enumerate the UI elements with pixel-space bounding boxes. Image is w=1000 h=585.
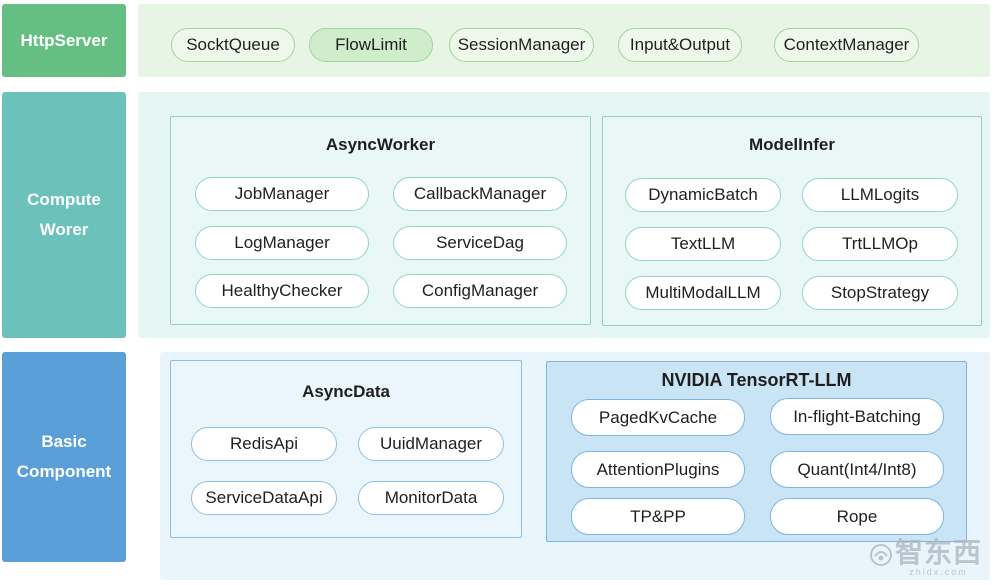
async-data-item-redisapi: RedisApi bbox=[191, 427, 337, 461]
async-data-title: AsyncData bbox=[302, 382, 390, 401]
tensorrt-item-pagedkvcache: PagedKvCache bbox=[571, 399, 745, 436]
model-infer-item-trtllmop: TrtLLMOp bbox=[802, 227, 958, 261]
model-infer-item-textllm: TextLLM bbox=[625, 227, 781, 261]
tensorrt-item-quant: Quant(Int4/Int8) bbox=[770, 451, 944, 488]
layer-label-compute-worker: Compute Worer bbox=[2, 92, 126, 338]
model-infer-item-stopstrategy: StopStrategy bbox=[802, 276, 958, 310]
async-data-item-uuidmanager: UuidManager bbox=[358, 427, 504, 461]
http-item-contextmanager: ContextManager bbox=[774, 28, 919, 62]
tensorrt-item-inflight-batching: In-flight-Batching bbox=[770, 398, 944, 435]
http-item-socktqueue: SocktQueue bbox=[171, 28, 295, 62]
layer-label-basic-line2: Component bbox=[16, 462, 112, 481]
model-infer-title: ModelInfer bbox=[749, 135, 835, 154]
model-infer-item-llmlogits: LLMLogits bbox=[802, 178, 958, 212]
watermark-subtext: zhidx.com bbox=[909, 567, 968, 577]
zhidx-logo-icon bbox=[869, 544, 892, 566]
async-worker-group: AsyncWorker JobManager CallbackManager L… bbox=[170, 116, 591, 325]
async-data-item-servicedataapi: ServiceDataApi bbox=[191, 481, 337, 515]
http-item-input-output: Input&Output bbox=[618, 28, 742, 62]
model-infer-item-multimodalllm: MultiModalLLM bbox=[625, 276, 781, 310]
tensorrt-item-tp-pp: TP&PP bbox=[571, 498, 745, 535]
async-worker-item-logmanager: LogManager bbox=[195, 226, 369, 260]
model-infer-group: ModelInfer DynamicBatch LLMLogits TextLL… bbox=[602, 116, 982, 326]
http-item-sessionmanager: SessionManager bbox=[449, 28, 594, 62]
async-worker-item-jobmanager: JobManager bbox=[195, 177, 369, 211]
tensorrt-llm-group: NVIDIA TensorRT-LLM PagedKvCache In-flig… bbox=[546, 361, 967, 542]
tensorrt-item-rope: Rope bbox=[770, 498, 944, 535]
async-worker-title: AsyncWorker bbox=[325, 135, 436, 154]
layer-label-basic-line1: Basic bbox=[41, 432, 87, 451]
layer-label-compute-line2: Worer bbox=[39, 220, 89, 239]
httpserver-layer: SocktQueue FlowLimit SessionManager Inpu… bbox=[138, 4, 990, 77]
http-item-flowlimit: FlowLimit bbox=[309, 28, 433, 62]
model-infer-item-dynamicbatch: DynamicBatch bbox=[625, 178, 781, 212]
async-data-item-monitordata: MonitorData bbox=[358, 481, 504, 515]
async-worker-item-healthychecker: HealthyChecker bbox=[195, 274, 369, 308]
layer-label-basic-component: Basic Component bbox=[2, 352, 126, 562]
layer-label-compute-line1: Compute bbox=[27, 190, 101, 209]
async-data-group: AsyncData RedisApi UuidManager ServiceDa… bbox=[170, 360, 522, 538]
layer-label-httpserver-text: HttpServer bbox=[20, 30, 108, 50]
tensorrt-item-attentionplugins: AttentionPlugins bbox=[571, 451, 745, 488]
tensorrt-llm-title: NVIDIA TensorRT-LLM bbox=[661, 370, 852, 390]
watermark-text: 智东西 bbox=[894, 537, 982, 568]
async-worker-item-callbackmanager: CallbackManager bbox=[393, 177, 567, 211]
watermark-logo: 智东西 zhidx.com bbox=[869, 537, 982, 577]
layer-label-httpserver: HttpServer bbox=[2, 4, 126, 77]
async-worker-item-servicedag: ServiceDag bbox=[393, 226, 567, 260]
async-worker-item-configmanager: ConfigManager bbox=[393, 274, 567, 308]
